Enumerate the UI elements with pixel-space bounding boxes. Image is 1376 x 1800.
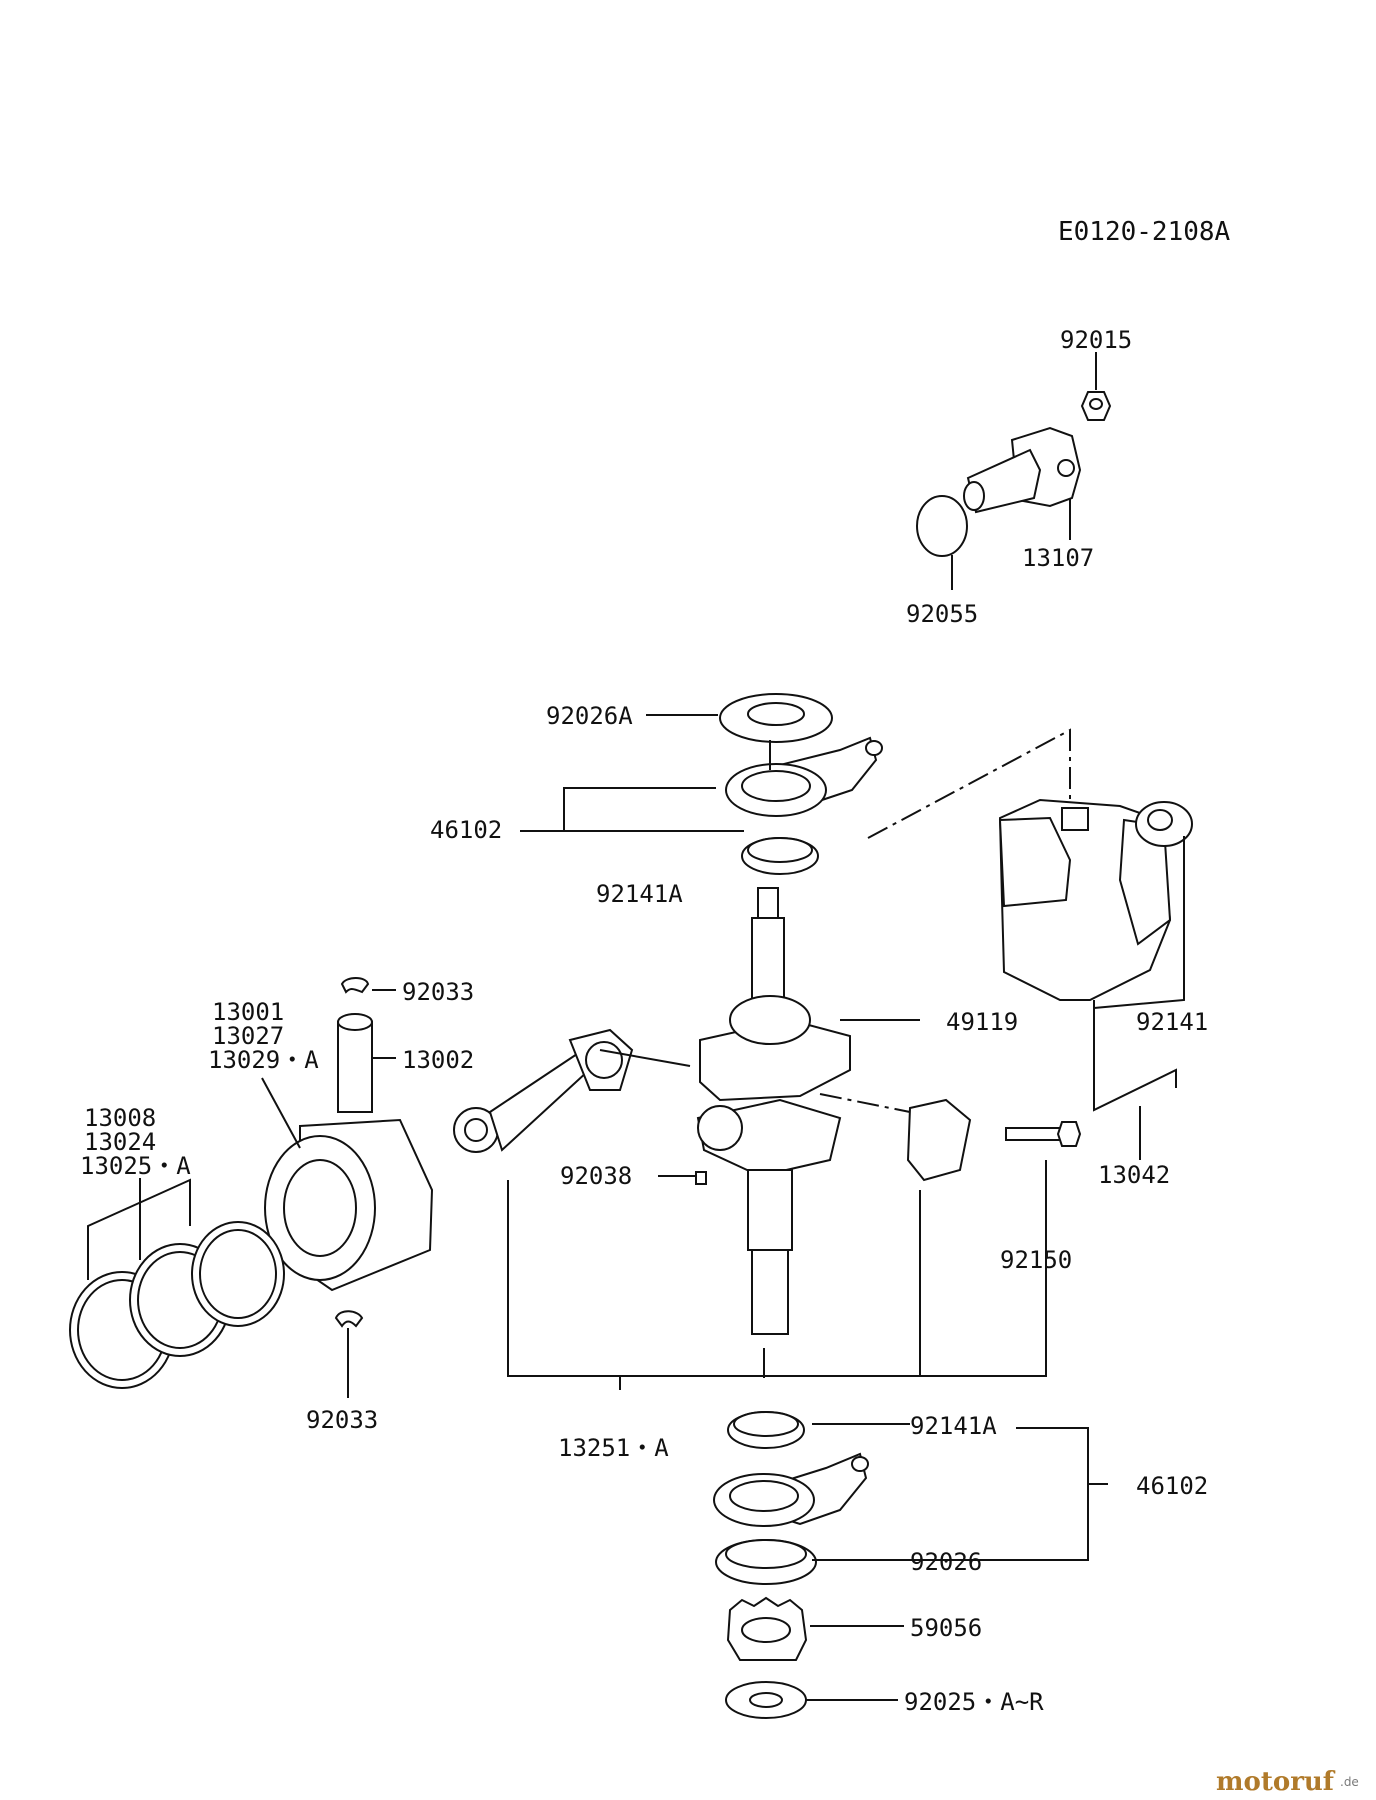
- label-92150: 92150: [1000, 1246, 1072, 1274]
- governor-shaft-assembly: [916, 391, 1112, 557]
- label-13251A: 13251・A: [558, 1434, 669, 1462]
- label-92033-top: 92033: [402, 978, 474, 1006]
- watermark-logo: motoruf .de: [1216, 1767, 1359, 1797]
- label-92055: 92055: [906, 600, 978, 628]
- diagram-code: E0120-2108A: [1058, 217, 1231, 247]
- label-92033-bottom: 92033: [306, 1406, 378, 1434]
- label-92025: 92025・A~R: [904, 1688, 1044, 1716]
- label-13001: 13001: [212, 998, 284, 1026]
- label-13002: 13002: [402, 1046, 474, 1074]
- label-92141: 92141: [1136, 1008, 1208, 1036]
- label-46102-top: 46102: [430, 816, 502, 844]
- label-13027: 13027: [212, 1022, 284, 1050]
- label-92141A-bottom: 92141A: [910, 1412, 997, 1440]
- label-13107: 13107: [1022, 544, 1094, 572]
- crankshaft: [696, 887, 851, 1335]
- label-92141A-top: 92141A: [596, 880, 683, 908]
- label-13042: 13042: [1098, 1161, 1170, 1189]
- label-92038: 92038: [560, 1162, 632, 1190]
- label-59056: 59056: [910, 1614, 982, 1642]
- lower-seal-and-balancer: [713, 1411, 869, 1719]
- label-13008: 13008: [84, 1104, 156, 1132]
- label-49119: 49119: [946, 1008, 1018, 1036]
- piston-rings: [69, 1221, 285, 1389]
- watermark-brand: motoruf: [1216, 1767, 1336, 1797]
- crankcase-cover: [998, 798, 1193, 1001]
- label-92026: 92026: [910, 1548, 982, 1576]
- label-13024: 13024: [84, 1128, 156, 1156]
- upper-seal-and-balancer: [719, 693, 883, 875]
- label-13025A: 13025・A: [80, 1152, 191, 1180]
- label-92026A: 92026A: [546, 702, 633, 730]
- label-92015: 92015: [1060, 326, 1132, 354]
- label-13029A: 13029・A: [208, 1046, 319, 1074]
- piston-assembly: [264, 977, 434, 1328]
- watermark-suffix: .de: [1340, 1775, 1359, 1789]
- connecting-rod: [453, 1028, 1082, 1182]
- label-46102-bottom: 46102: [1136, 1472, 1208, 1500]
